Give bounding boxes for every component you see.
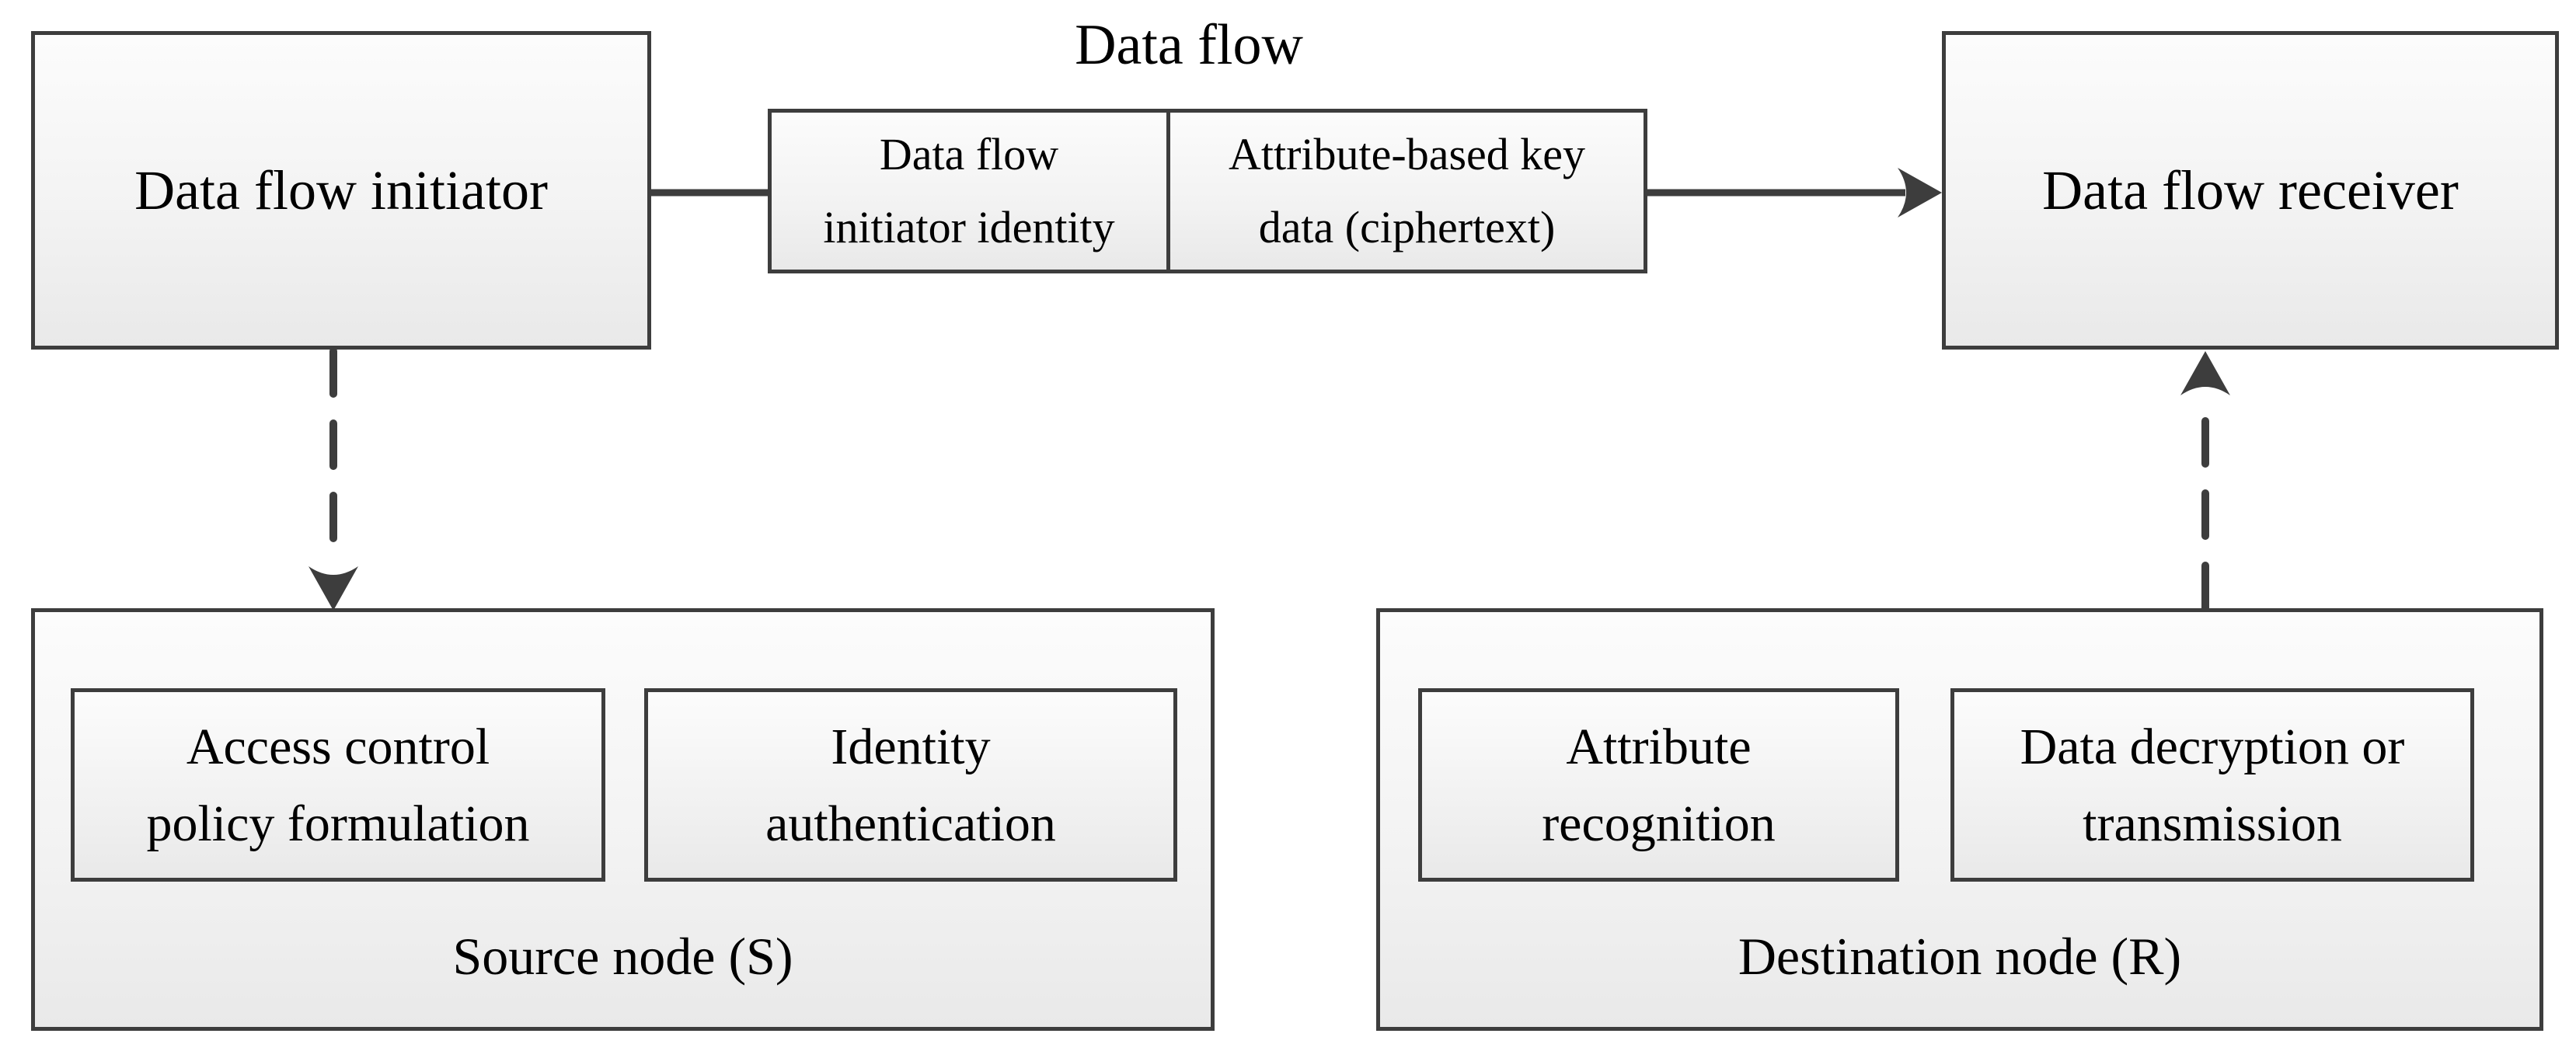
- message-left-line2: initiator identity: [823, 202, 1115, 252]
- source-node-container: Access control policy formulation Identi…: [31, 608, 1215, 1031]
- identity-auth-line1: Identity: [831, 718, 991, 775]
- identity-auth-line2: authentication: [765, 795, 1056, 852]
- initiator-label: Data flow initiator: [134, 158, 548, 221]
- destination-node-label: Destination node (R): [1738, 926, 2182, 986]
- diagram-title: Data flow: [1075, 13, 1303, 77]
- receiver-box: Data flow receiver: [1942, 31, 2559, 350]
- destination-node-container: Attribute recognition Data decryption or…: [1376, 608, 2543, 1031]
- attribute-recognition-line2: recognition: [1542, 795, 1776, 852]
- message-left-line1: Data flow: [879, 129, 1059, 180]
- message-right-line1: Attribute-based key: [1228, 129, 1585, 180]
- dashed-arrow-initiator-to-source: [308, 347, 358, 611]
- data-decryption-line2: transmission: [2083, 795, 2342, 852]
- data-decryption-box: Data decryption or transmission: [1950, 688, 2474, 882]
- access-control-policy-box: Access control policy formulation: [71, 688, 605, 882]
- message-box: Data flow initiator identity Attribute-b…: [768, 109, 1647, 273]
- access-control-line2: policy formulation: [146, 795, 530, 852]
- dashed-arrow-destination-to-receiver: [2180, 351, 2230, 612]
- source-node-label: Source node (S): [452, 926, 793, 986]
- attribute-recognition-box: Attribute recognition: [1418, 688, 1899, 882]
- data-decryption-line1: Data decryption or: [2020, 718, 2405, 775]
- initiator-box: Data flow initiator: [31, 31, 651, 350]
- access-control-line1: Access control: [186, 718, 490, 775]
- receiver-label: Data flow receiver: [2042, 158, 2459, 221]
- identity-authentication-box: Identity authentication: [644, 688, 1177, 882]
- attribute-recognition-line1: Attribute: [1566, 718, 1752, 775]
- message-cell-initiator-identity: Data flow initiator identity: [772, 113, 1170, 270]
- arrowhead-up-icon: [2180, 351, 2230, 395]
- message-cell-key-data: Attribute-based key data (ciphertext): [1170, 113, 1644, 270]
- arrowhead-down-icon: [308, 566, 358, 611]
- arrowhead-right-icon: [1898, 168, 1942, 218]
- message-right-line2: data (ciphertext): [1258, 202, 1556, 252]
